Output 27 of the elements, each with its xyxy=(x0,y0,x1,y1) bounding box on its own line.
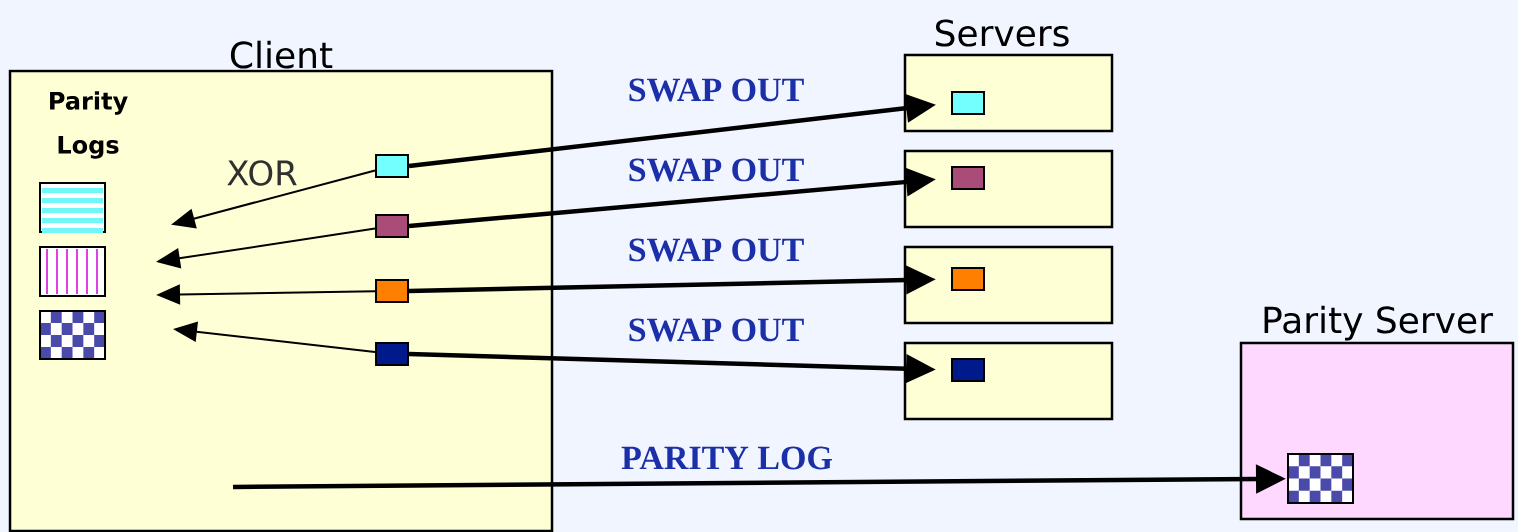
data-block xyxy=(951,267,985,291)
data-block xyxy=(375,279,409,303)
edge-label: SWAP OUT xyxy=(629,318,804,342)
server-box xyxy=(903,53,1114,133)
parity-log-icon xyxy=(39,182,106,233)
edge-label: SWAP OUT xyxy=(629,238,804,262)
data-block xyxy=(375,342,409,366)
server-box xyxy=(903,245,1114,325)
edge-label: PARITY LOG xyxy=(621,446,832,470)
heading: Servers xyxy=(935,19,1069,47)
parity-log-icon xyxy=(39,310,106,360)
parity-log-icon xyxy=(1287,453,1354,504)
data-block xyxy=(375,154,409,178)
server-box xyxy=(903,341,1114,421)
node-label: Client xyxy=(230,40,333,69)
edge-label: SWAP OUT xyxy=(629,78,804,102)
node-label: Parity Server xyxy=(1264,305,1493,341)
heading: Parity Logs xyxy=(50,91,128,159)
server-box xyxy=(903,149,1114,229)
data-block xyxy=(951,166,985,190)
edge-label: SWAP OUT xyxy=(629,158,804,182)
data-block xyxy=(951,358,985,382)
data-block xyxy=(375,214,409,238)
data-block xyxy=(951,91,985,115)
server-box: Parity Server xyxy=(1239,305,1515,521)
operation-label: XOR xyxy=(227,160,297,186)
parity-log-icon xyxy=(39,246,106,297)
